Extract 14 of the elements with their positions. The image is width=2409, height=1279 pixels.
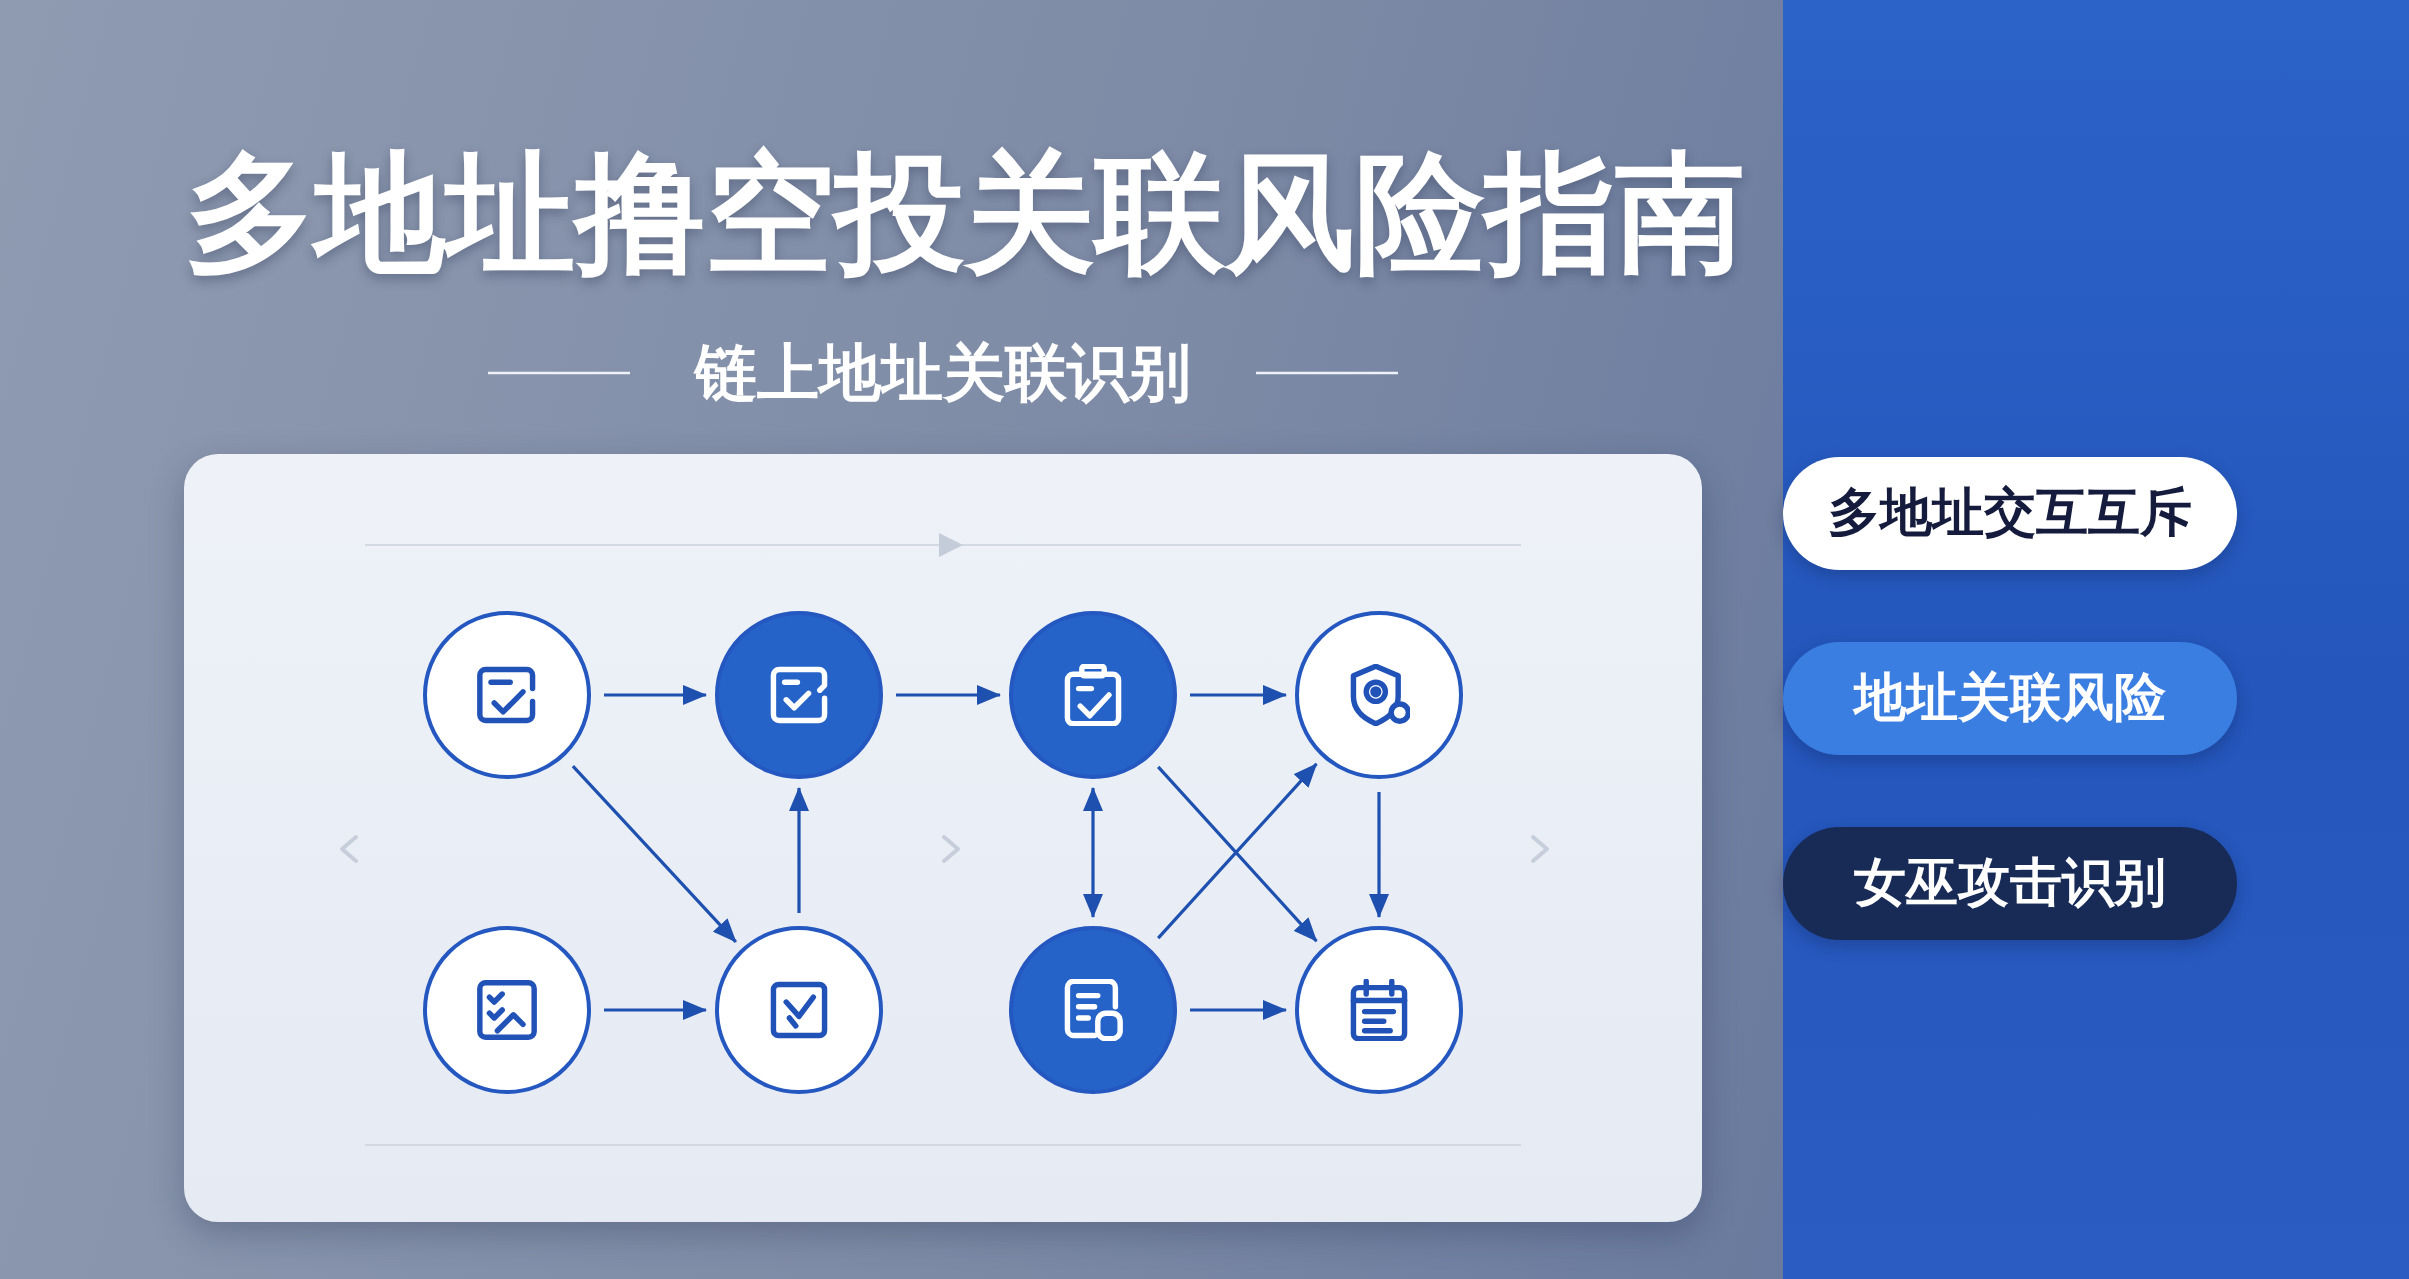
arrow [1190, 685, 1287, 705]
topic-pill: 地址关联风险 [1783, 641, 2237, 755]
arrow [1369, 792, 1389, 918]
arrow [896, 685, 1001, 705]
arrow [1190, 1000, 1287, 1020]
arrow [604, 1000, 707, 1020]
title: 多地址撸空投关联风险指南 [185, 143, 1745, 283]
topic-pill: 多地址交互互斥 [1783, 456, 2237, 570]
topic-pill: 女巫攻击识别 [1783, 826, 2237, 940]
arrow [571, 765, 737, 943]
subtitle: 链上地址关联识别 [695, 336, 1191, 409]
arrow [1083, 787, 1103, 918]
arrow [604, 685, 707, 705]
arrow [789, 787, 809, 913]
